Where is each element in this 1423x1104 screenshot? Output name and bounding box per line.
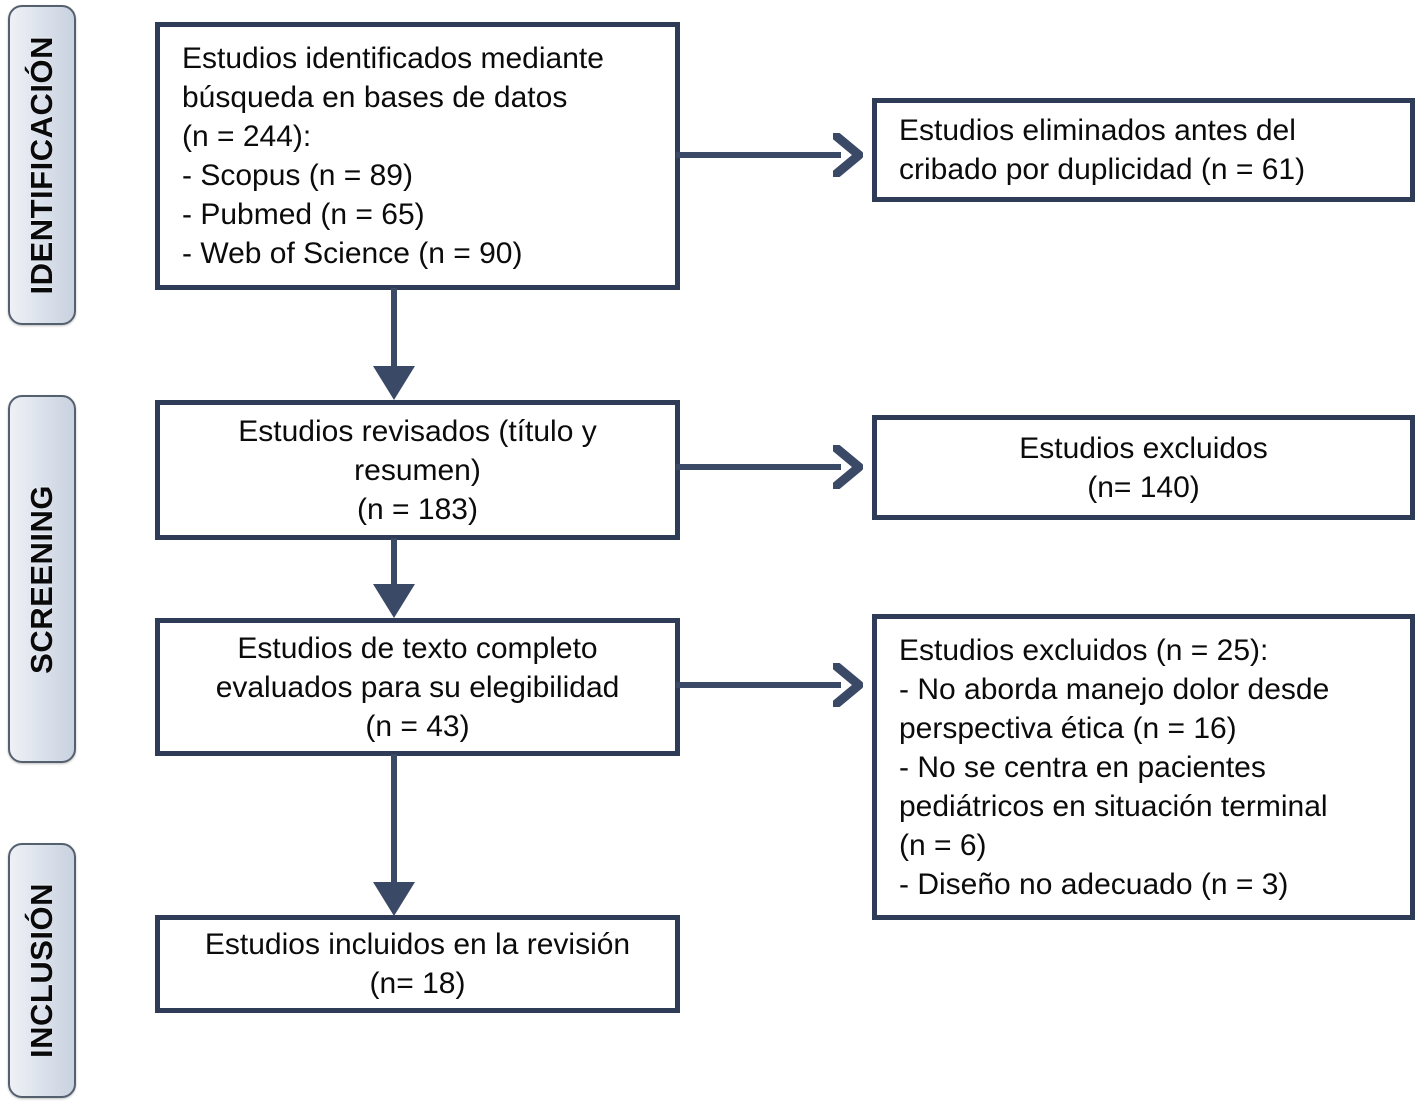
stage-label-inclusion: INCLUSIÓN: [24, 883, 59, 1058]
box-excluded-screening: Estudios excluidos (n= 140): [872, 415, 1415, 520]
connector-screened-to-fulltext-line: [391, 538, 397, 586]
box-excluded-screening-text: Estudios excluidos (n= 140): [1019, 431, 1268, 504]
box-fulltext-assessed: Estudios de texto completo evaluados par…: [155, 618, 680, 756]
connector-fulltext-to-included-arrowhead: [373, 882, 415, 916]
connector-fulltext-to-excluded-line: [676, 682, 841, 688]
box-studies-included: Estudios incluidos en la revisión (n= 18…: [155, 915, 680, 1013]
box-duplicates-removed-text: Estudios eliminados antes del cribado po…: [899, 114, 1306, 186]
connector-screened-to-excluded-arrowhead: [833, 445, 863, 489]
box-studies-identified-text: Estudios identificados mediante búsqueda…: [182, 42, 604, 270]
connector-identified-to-screened-line: [391, 288, 397, 368]
connector-identified-to-duplicates-arrowhead: [833, 133, 863, 177]
stage-pill-screening: SCREENING: [8, 395, 76, 763]
box-studies-screened-text: Estudios revisados (título y resumen) (n…: [238, 414, 597, 526]
stage-pill-inclusion: INCLUSIÓN: [8, 843, 76, 1098]
box-duplicates-removed: Estudios eliminados antes del cribado po…: [872, 98, 1415, 202]
box-fulltext-assessed-text: Estudios de texto completo evaluados par…: [215, 631, 620, 743]
connector-fulltext-to-excluded-arrowhead: [833, 663, 863, 707]
box-studies-screened: Estudios revisados (título y resumen) (n…: [155, 400, 680, 540]
box-studies-included-text: Estudios incluidos en la revisión (n= 18…: [204, 928, 631, 1000]
box-excluded-fulltext: Estudios excluidos (n = 25): - No aborda…: [872, 614, 1415, 920]
stage-label-identification: IDENTIFICACIÓN: [24, 35, 59, 295]
stage-pill-identification: IDENTIFICACIÓN: [8, 5, 76, 325]
stage-label-screening: SCREENING: [24, 484, 59, 674]
connector-screened-to-excluded-line: [676, 464, 841, 470]
connector-identified-to-duplicates-line: [676, 152, 841, 158]
box-studies-identified: Estudios identificados mediante búsqueda…: [155, 22, 680, 290]
connector-fulltext-to-included-line: [391, 754, 397, 884]
connector-identified-to-screened-arrowhead: [373, 366, 415, 400]
connector-screened-to-fulltext-arrowhead: [373, 584, 415, 618]
box-excluded-fulltext-text: Estudios excluidos (n = 25): - No aborda…: [899, 633, 1330, 901]
